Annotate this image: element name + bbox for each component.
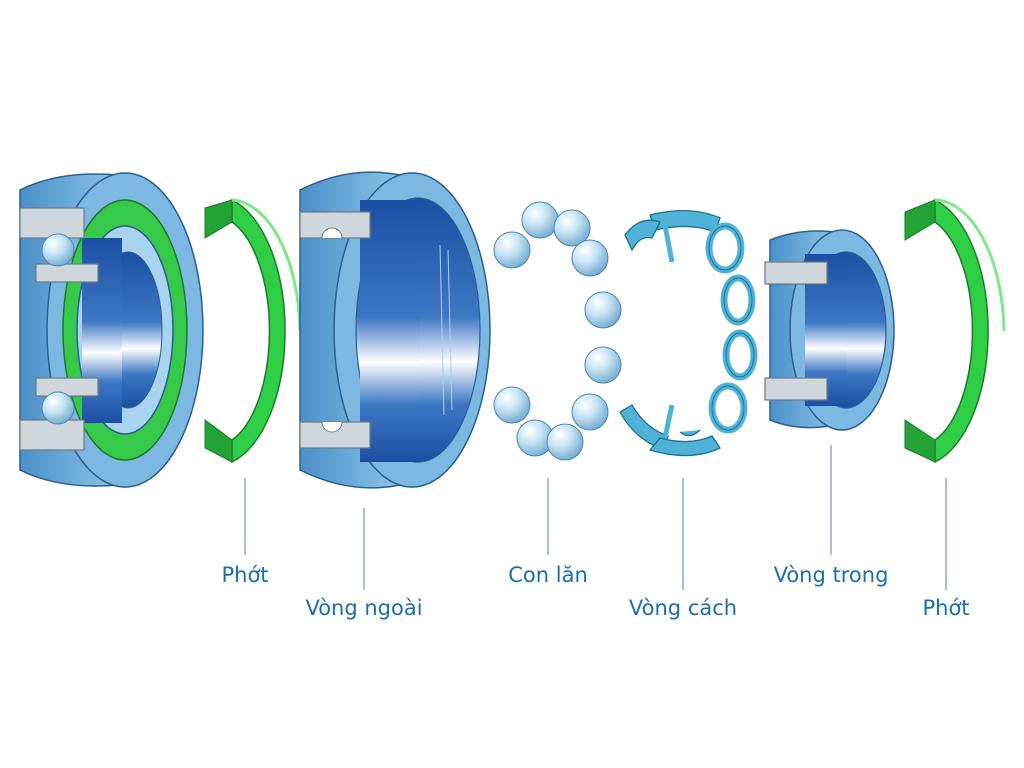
label-outer-ring: Vòng ngoài [305, 596, 423, 620]
label-seal-left: Phớt [221, 563, 269, 587]
label-seal-right: Phớt [922, 596, 970, 620]
inner-ring-part [764, 229, 895, 431]
leader-lines [244, 445, 947, 590]
balls-part [493, 201, 622, 461]
label-balls: Con lăn [508, 563, 588, 587]
seal-right-part [904, 198, 1006, 464]
outer-ring-part [299, 171, 491, 489]
seal-left-part [204, 198, 302, 464]
label-inner-ring: Vòng trong [773, 563, 889, 587]
label-cage: Vòng cách [628, 596, 738, 620]
assembled-bearing [19, 172, 204, 488]
cage-part [619, 210, 758, 457]
